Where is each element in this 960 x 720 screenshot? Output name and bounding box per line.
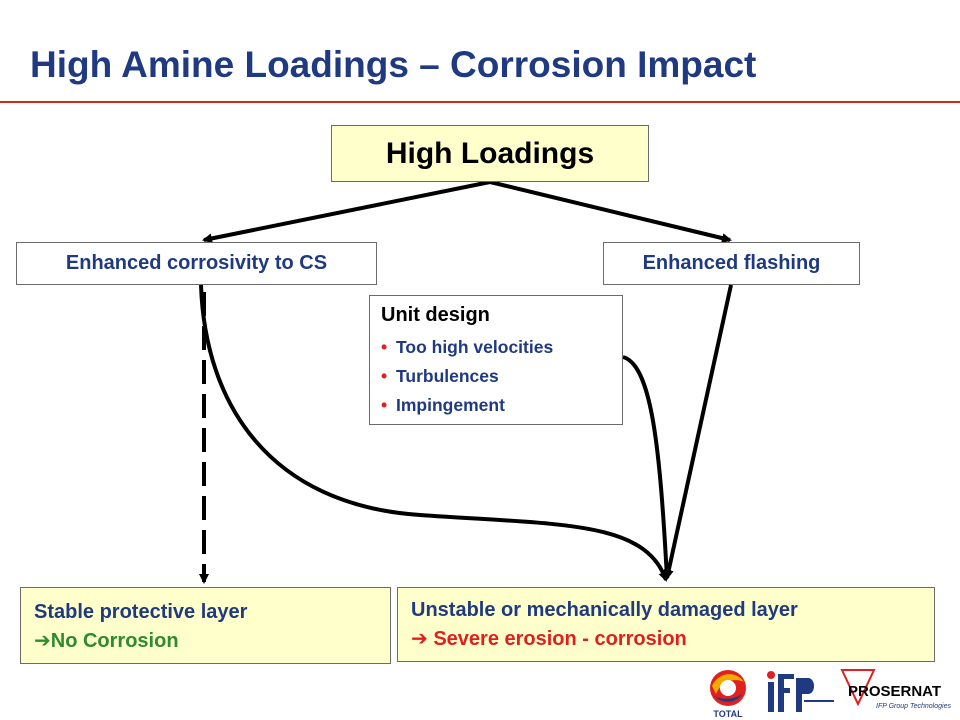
- stable-layer-result: ➔No Corrosion: [34, 630, 179, 652]
- node-stable-layer: Stable protective layer ➔No Corrosion: [20, 587, 391, 664]
- curve-unit-to-unstable: [622, 355, 672, 580]
- bullet-icon: •: [381, 395, 388, 415]
- svg-text:TOTAL: TOTAL: [713, 709, 743, 719]
- title-divider: [0, 101, 960, 103]
- unit-design-list: •Too high velocities •Turbulences •Impin…: [381, 333, 622, 420]
- node-unit-design: Unit design •Too high velocities •Turbul…: [369, 295, 623, 425]
- unit-design-heading: Unit design: [381, 304, 490, 326]
- stable-layer-title: Stable protective layer: [34, 601, 248, 623]
- arrow-to-flashing: [489, 180, 732, 243]
- node-enhanced-flashing: Enhanced flashing: [603, 242, 860, 285]
- page-title: High Amine Loadings – Corrosion Impact: [30, 44, 757, 85]
- arrow-right-icon: ➔: [411, 628, 428, 650]
- unit-design-item: •Turbulences: [381, 362, 622, 391]
- ifp-logo: [767, 671, 834, 712]
- unstable-layer-title: Unstable or mechanically damaged layer: [411, 599, 798, 621]
- svg-text:PROSERNAT: PROSERNAT: [848, 683, 941, 700]
- bullet-icon: •: [381, 366, 388, 386]
- total-logo: TOTAL: [710, 670, 746, 719]
- node-unstable-layer: Unstable or mechanically damaged layer ➔…: [397, 587, 935, 662]
- prosernat-logo: PROSERNAT IFP Group Technologies: [840, 669, 951, 710]
- bullet-icon: •: [381, 337, 388, 357]
- line-flashing-to-unstable: [663, 284, 733, 580]
- arrow-right-icon: ➔: [34, 630, 51, 652]
- unit-design-item: •Impingement: [381, 391, 622, 420]
- arrow-to-corrosivity: [202, 180, 491, 244]
- unstable-layer-result: ➔ Severe erosion - corrosion: [411, 628, 687, 650]
- svg-text:IFP Group Technologies: IFP Group Technologies: [876, 703, 951, 710]
- node-enhanced-corrosivity: Enhanced corrosivity to CS: [16, 242, 377, 285]
- unit-design-item: •Too high velocities: [381, 333, 622, 362]
- node-high-loadings: High Loadings: [331, 125, 649, 182]
- partner-logos: TOTAL PROSERNAT IFP Group Technologies: [710, 669, 951, 719]
